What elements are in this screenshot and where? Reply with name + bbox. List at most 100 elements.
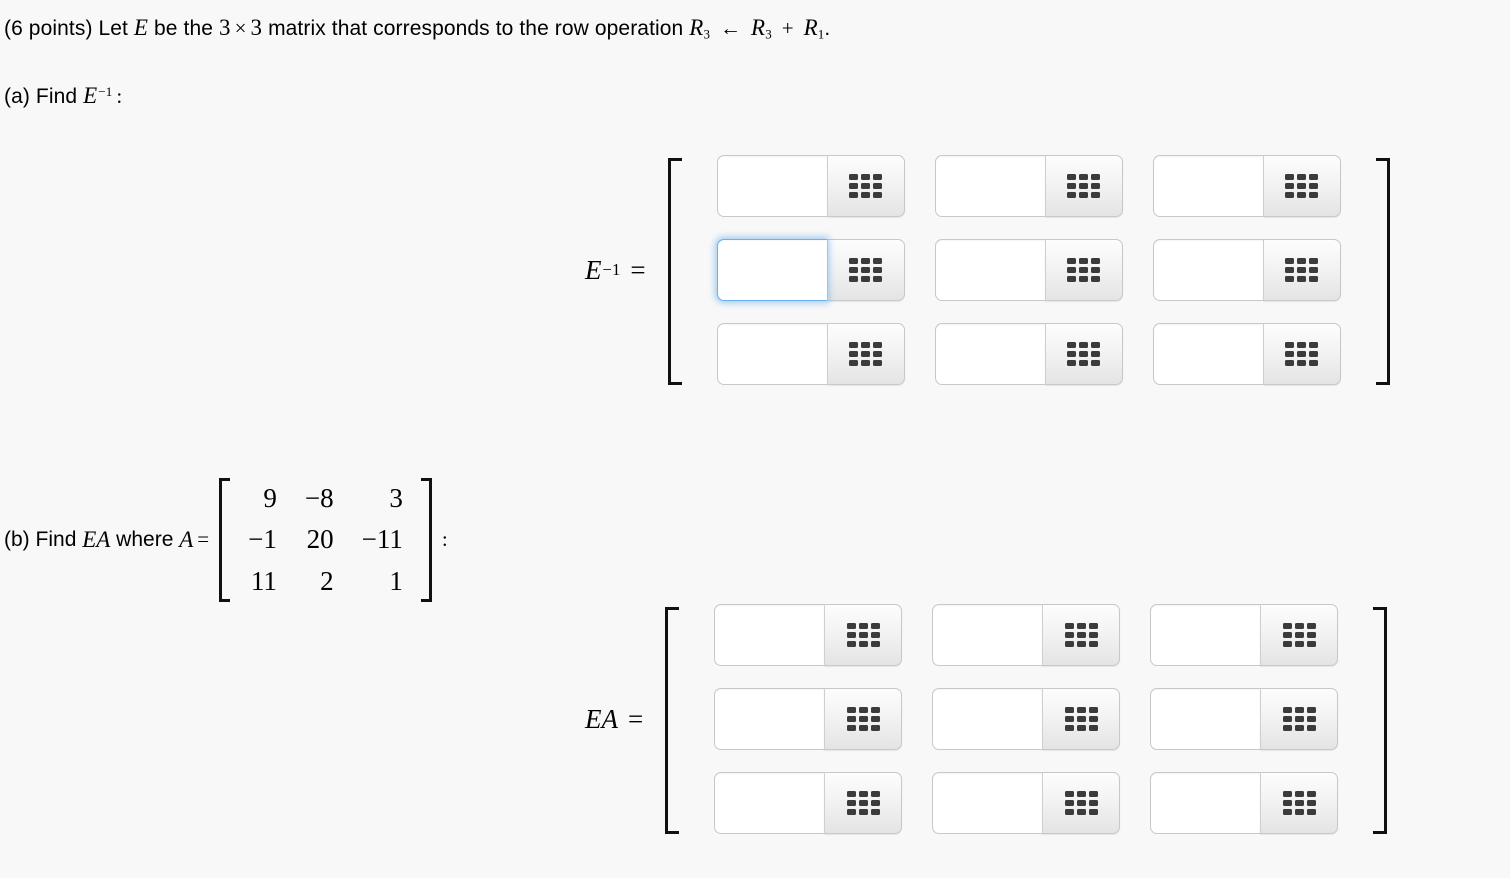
matrix-a-cell-r1c3: 3	[389, 483, 403, 513]
math-keypad-button-b-r3c3[interactable]	[1260, 772, 1339, 834]
stem-text-after: matrix that corresponds to the row opera…	[268, 17, 684, 40]
matrix-cell-b-r1c2[interactable]	[932, 604, 1121, 666]
part-b-equals: =	[197, 527, 210, 552]
row-op-operand1-sub: 3	[765, 26, 772, 42]
part-b-prompt: (b) Find EA where A = 9 −8 3 −1 20 −11 1…	[4, 478, 452, 602]
math-input-a-r3c2[interactable]	[934, 323, 1045, 385]
matrix-cell-a-r1c2[interactable]	[934, 155, 1123, 217]
matrix-bracket-right	[1374, 155, 1390, 385]
math-keypad-button-a-r1c2[interactable]	[1044, 155, 1123, 217]
math-input-b-r3c2[interactable]	[932, 772, 1043, 834]
math-keypad-button-b-r2c3[interactable]	[1260, 688, 1339, 750]
row-op-target-sub: 3	[703, 26, 711, 42]
matrix-cell-a-r1c1[interactable]	[716, 155, 905, 217]
math-input-a-r3c1[interactable]	[716, 323, 827, 385]
math-keypad-button-a-r2c3[interactable]	[1262, 239, 1341, 301]
matrix-row	[714, 688, 1339, 750]
math-keypad-button-a-r2c1[interactable]	[826, 239, 905, 301]
math-keypad-button-b-r1c3[interactable]	[1260, 604, 1339, 666]
math-input-b-r3c3[interactable]	[1150, 772, 1261, 834]
math-keypad-icon	[849, 258, 883, 282]
matrix-row	[716, 323, 1341, 385]
math-input-a-r2c1[interactable]	[716, 239, 827, 301]
math-input-b-r2c1[interactable]	[714, 688, 825, 750]
matrix-cell-b-r2c2[interactable]	[932, 688, 1121, 750]
part-b-product: EA	[82, 526, 111, 552]
matrix-a-row: 9 −8 3	[234, 478, 417, 519]
points-label: (6 points)	[4, 17, 93, 40]
math-keypad-button-a-r1c1[interactable]	[826, 155, 905, 217]
matrix-cell-a-r3c2[interactable]	[934, 323, 1123, 385]
math-input-a-r1c1[interactable]	[716, 155, 827, 217]
matrix-a-cell-r3c1: 11	[250, 565, 277, 596]
math-input-b-r3c1[interactable]	[714, 772, 825, 834]
math-keypad-icon	[1282, 707, 1316, 731]
matrix-cell-b-r2c1[interactable]	[714, 688, 903, 750]
matrix-cell-a-r1c3[interactable]	[1152, 155, 1341, 217]
part-a-answer-label: E−1 =	[585, 155, 668, 385]
math-keypad-button-b-r3c2[interactable]	[1042, 772, 1121, 834]
math-input-b-r1c3[interactable]	[1150, 604, 1261, 666]
part-a-input-grid	[684, 155, 1374, 385]
math-input-a-r2c3[interactable]	[1152, 239, 1263, 301]
matrix-dim-rows: 3	[218, 15, 231, 40]
math-keypad-button-b-r3c1[interactable]	[824, 772, 903, 834]
matrix-a-cell-r3c3: 1	[389, 565, 403, 596]
matrix-a-bracket-right	[419, 478, 432, 602]
math-keypad-button-a-r2c2[interactable]	[1044, 239, 1123, 301]
part-b-answer-matrix: EA =	[585, 604, 1388, 834]
math-keypad-icon	[846, 623, 880, 647]
matrix-a-row: −1 20 −11	[234, 519, 417, 560]
stem-text-before: Let	[98, 17, 128, 40]
math-keypad-button-a-r1c3[interactable]	[1262, 155, 1341, 217]
part-b-colon: :	[441, 527, 448, 552]
math-keypad-button-a-r3c3[interactable]	[1262, 323, 1341, 385]
math-keypad-button-b-r1c2[interactable]	[1042, 604, 1121, 666]
part-a-symbol: E	[83, 83, 98, 108]
math-keypad-icon	[1067, 342, 1101, 366]
part-a-exponent: −1	[98, 83, 113, 99]
matrix-a-row: 11 2 1	[234, 561, 417, 602]
matrix-cell-b-r3c2[interactable]	[932, 772, 1121, 834]
part-b-symbol-A: A	[179, 526, 194, 552]
matrix-cell-a-r2c2[interactable]	[934, 239, 1123, 301]
math-keypad-icon	[849, 174, 883, 198]
matrix-cell-a-r3c1[interactable]	[716, 323, 905, 385]
matrix-cell-b-r3c3[interactable]	[1150, 772, 1339, 834]
math-input-a-r1c3[interactable]	[1152, 155, 1263, 217]
matrix-cell-a-r3c3[interactable]	[1152, 323, 1341, 385]
math-input-b-r2c2[interactable]	[932, 688, 1043, 750]
math-input-b-r1c1[interactable]	[714, 604, 825, 666]
math-keypad-button-b-r2c2[interactable]	[1042, 688, 1121, 750]
math-input-b-r1c2[interactable]	[932, 604, 1043, 666]
math-keypad-icon	[1064, 623, 1098, 647]
math-keypad-button-a-r3c2[interactable]	[1044, 323, 1123, 385]
math-input-a-r1c2[interactable]	[934, 155, 1045, 217]
math-input-a-r2c2[interactable]	[934, 239, 1045, 301]
math-keypad-button-b-r2c1[interactable]	[824, 688, 903, 750]
matrix-cell-b-r1c3[interactable]	[1150, 604, 1339, 666]
matrix-cell-b-r3c1[interactable]	[714, 772, 903, 834]
math-input-a-r3c3[interactable]	[1152, 323, 1263, 385]
math-input-b-r2c3[interactable]	[1150, 688, 1261, 750]
matrix-cell-a-r2c1[interactable]	[716, 239, 905, 301]
part-b-answer-equals: =	[628, 703, 644, 734]
math-keypad-icon	[1285, 342, 1319, 366]
part-b-where: where	[116, 527, 174, 551]
matrix-cell-b-r2c3[interactable]	[1150, 688, 1339, 750]
matrix-cell-b-r1c1[interactable]	[714, 604, 903, 666]
math-keypad-button-a-r3c1[interactable]	[826, 323, 905, 385]
math-keypad-button-b-r1c1[interactable]	[824, 604, 903, 666]
matrix-bracket-right	[1371, 604, 1388, 834]
part-b-marker: (b)	[4, 527, 30, 551]
matrix-a-values: 9 −8 3 −1 20 −11 11 2 1	[234, 478, 417, 602]
matrix-bracket-left	[667, 155, 684, 385]
symbol-E: E	[133, 15, 149, 40]
part-a-answer-exponent: −1	[602, 260, 621, 279]
part-a-colon: :	[116, 84, 123, 108]
times-symbol: ×	[234, 16, 247, 40]
matrix-cell-a-r2c3[interactable]	[1152, 239, 1341, 301]
matrix-row	[714, 772, 1339, 834]
question-stem: (6 points) Let E be the 3×3 matrix that …	[4, 14, 830, 42]
row-op-operand1: R	[751, 15, 766, 40]
